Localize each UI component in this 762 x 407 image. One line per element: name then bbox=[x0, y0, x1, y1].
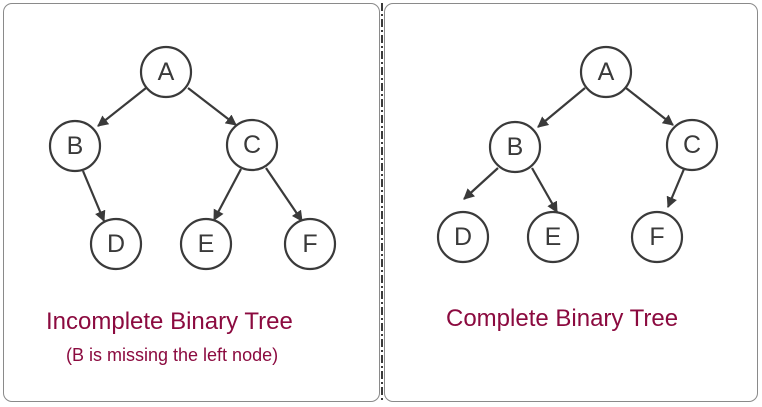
svg-text:A: A bbox=[598, 58, 615, 86]
svg-text:D: D bbox=[107, 230, 125, 258]
incomplete-node-d: D bbox=[89, 217, 143, 271]
edge-a-c bbox=[625, 87, 674, 126]
complete-node-a: A bbox=[579, 45, 633, 99]
complete-node-e: E bbox=[526, 210, 580, 264]
incomplete-tree-edges bbox=[81, 87, 303, 223]
complete-node-f: F bbox=[630, 210, 684, 264]
edge-a-b bbox=[537, 87, 586, 128]
svg-text:D: D bbox=[454, 223, 472, 251]
incomplete-node-e: E bbox=[179, 217, 233, 271]
svg-text:B: B bbox=[507, 133, 524, 161]
edge-c-e bbox=[213, 168, 242, 221]
edge-b-d bbox=[81, 170, 106, 223]
incomplete-node-b: B bbox=[48, 119, 102, 173]
svg-text:F: F bbox=[302, 230, 317, 258]
complete-tree-edges bbox=[463, 87, 686, 213]
edge-c-f bbox=[666, 168, 686, 209]
edge-b-e bbox=[531, 167, 558, 213]
svg-text:E: E bbox=[198, 230, 215, 258]
edge-c-f bbox=[265, 167, 303, 222]
panel-divider bbox=[381, 3, 383, 402]
incomplete-tree-subtitle: (B is missing the left node) bbox=[66, 345, 279, 365]
complete-tree-title: Complete Binary Tree bbox=[446, 305, 679, 332]
svg-text:E: E bbox=[545, 223, 562, 251]
incomplete-tree-title: Incomplete Binary Tree bbox=[46, 308, 293, 335]
svg-text:A: A bbox=[158, 58, 175, 86]
incomplete-node-f: F bbox=[283, 217, 337, 271]
complete-node-b: B bbox=[488, 120, 542, 174]
edge-a-b bbox=[97, 87, 147, 127]
edge-b-d bbox=[463, 167, 499, 200]
svg-text:B: B bbox=[67, 132, 84, 160]
svg-text:C: C bbox=[683, 131, 701, 159]
svg-text:C: C bbox=[243, 131, 261, 159]
svg-text:F: F bbox=[649, 223, 664, 251]
complete-tree-panel bbox=[384, 3, 758, 402]
edge-a-c bbox=[187, 87, 237, 126]
complete-node-c: C bbox=[665, 118, 719, 172]
incomplete-node-c: C bbox=[225, 118, 279, 172]
complete-node-d: D bbox=[436, 210, 490, 264]
incomplete-node-a: A bbox=[139, 45, 193, 99]
